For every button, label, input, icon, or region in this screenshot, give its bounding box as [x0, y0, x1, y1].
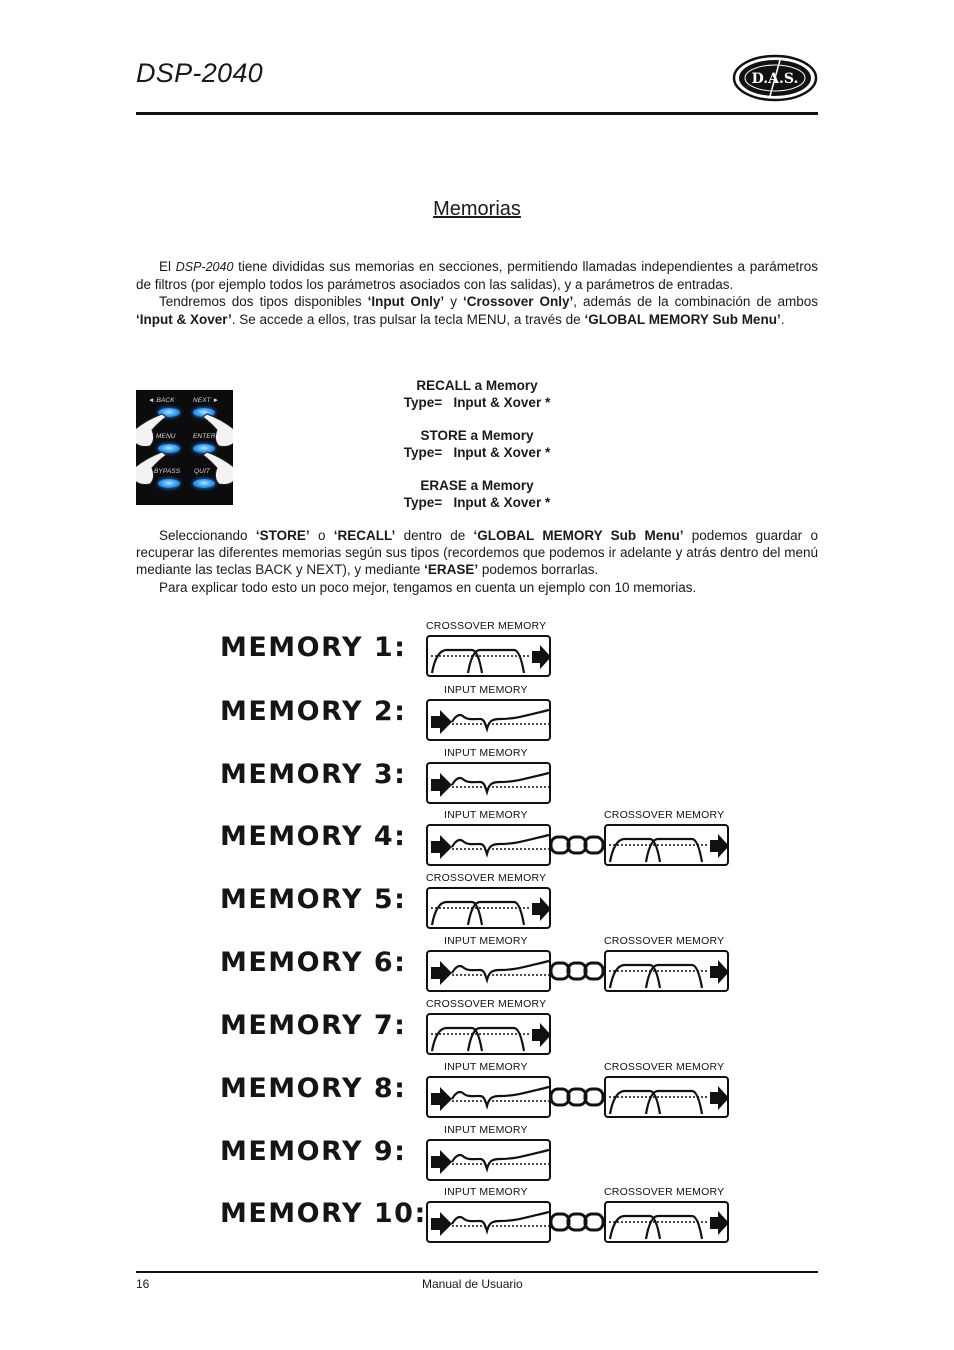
input-memory-box — [426, 1139, 551, 1181]
input-memory-caption: INPUT MEMORY — [444, 935, 528, 947]
section-title: Memorias — [0, 198, 954, 221]
crossover-memory-caption: CROSSOVER MEMORY — [604, 935, 724, 947]
memory-label: MEMORY 1: — [220, 633, 406, 663]
pointing-hands-icon — [136, 390, 233, 505]
das-logo: D.A.S. — [732, 54, 818, 102]
crossover-memory-caption: CROSSOVER MEMORY — [426, 620, 546, 632]
input-memory-box — [426, 950, 551, 992]
input-memory-box — [426, 824, 551, 866]
input-memory-caption: INPUT MEMORY — [444, 1061, 528, 1073]
input-memory-caption: INPUT MEMORY — [444, 1124, 528, 1136]
crossover-memory-box — [426, 635, 551, 677]
crossover-memory-caption: CROSSOVER MEMORY — [604, 1186, 724, 1198]
memory-label: MEMORY 10: — [220, 1199, 427, 1229]
crossover-memory-box — [604, 824, 729, 866]
input-memory-caption: INPUT MEMORY — [444, 747, 528, 759]
crossover-memory-box — [604, 950, 729, 992]
crossover-memory-box — [604, 1201, 729, 1243]
crossover-memory-caption: CROSSOVER MEMORY — [604, 1061, 724, 1073]
crossover-memory-box — [604, 1076, 729, 1118]
input-memory-box — [426, 1201, 551, 1243]
menu-recall: RECALL a Memory Type= Input & Xover * — [330, 377, 624, 411]
memory-label: MEMORY 5: — [220, 885, 406, 915]
chain-link-icon — [550, 1085, 604, 1109]
model-name: DSP-2040 — [176, 260, 234, 274]
input-memory-box — [426, 699, 551, 741]
document-title: DSP-2040 — [136, 58, 263, 89]
crossover-memory-caption: CROSSOVER MEMORY — [426, 872, 546, 884]
input-memory-box — [426, 762, 551, 804]
chain-link-icon — [550, 833, 604, 857]
memory-label: MEMORY 4: — [220, 822, 406, 852]
footer-manual-title: Manual de Usuario — [422, 1277, 523, 1291]
crossover-memory-box — [426, 1013, 551, 1055]
footer-rule — [136, 1271, 818, 1273]
input-memory-caption: INPUT MEMORY — [444, 809, 528, 821]
page-number: 16 — [136, 1277, 149, 1291]
menu-store: STORE a Memory Type= Input & Xover * — [330, 427, 624, 461]
chain-link-icon — [550, 1210, 604, 1234]
chain-link-icon — [550, 959, 604, 983]
input-memory-box — [426, 1076, 551, 1118]
keypad-photo: ◄ BACK NEXT ► MENU ENTER BYPASS QUIT — [136, 390, 233, 505]
input-memory-caption: INPUT MEMORY — [444, 1186, 528, 1198]
intro-text: El DSP-2040 tiene divididas sus memorias… — [136, 258, 818, 328]
input-memory-caption: INPUT MEMORY — [444, 684, 528, 696]
crossover-memory-box — [426, 887, 551, 929]
crossover-memory-caption: CROSSOVER MEMORY — [604, 809, 724, 821]
menu-erase: ERASE a Memory Type= Input & Xover * — [330, 477, 624, 511]
memory-label: MEMORY 6: — [220, 948, 406, 978]
header-rule — [136, 112, 818, 115]
explanation-text: Seleccionando ‘STORE’ o ‘RECALL’ dentro … — [136, 527, 818, 596]
memory-label: MEMORY 3: — [220, 760, 406, 790]
memory-label: MEMORY 2: — [220, 697, 406, 727]
memory-label: MEMORY 7: — [220, 1011, 406, 1041]
memory-label: MEMORY 8: — [220, 1074, 406, 1104]
crossover-memory-caption: CROSSOVER MEMORY — [426, 998, 546, 1010]
memory-label: MEMORY 9: — [220, 1137, 406, 1167]
